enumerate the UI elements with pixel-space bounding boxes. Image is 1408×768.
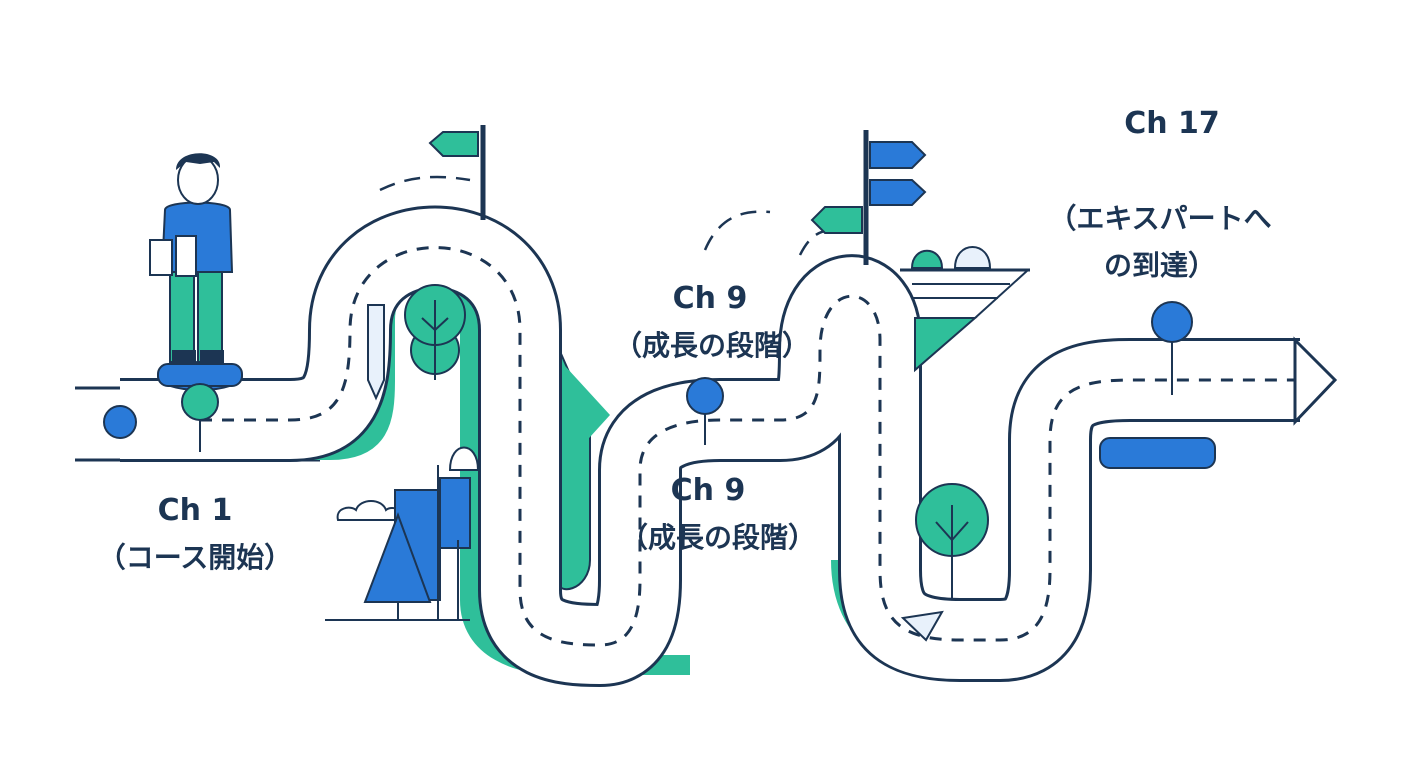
ch9-lower-title: Ch 9	[671, 473, 746, 508]
winding-road	[120, 205, 1338, 687]
milestone-pins	[103, 301, 1193, 452]
tree-icon	[404, 284, 466, 380]
hill-scenery	[900, 246, 1030, 373]
pencil-icon	[367, 304, 385, 401]
ch1-title: Ch 1	[158, 493, 233, 528]
ch1-subtitle: （コース開始）	[98, 541, 293, 574]
ch9-lower-subtitle: （成長の段階）	[620, 521, 816, 554]
ch17-subtitle-line2: の到達）	[1104, 249, 1216, 282]
label-ch17: Ch 17 （エキスパートへ の到達）	[1048, 106, 1271, 282]
ch9-upper-title: Ch 9	[673, 281, 748, 316]
city-cluster	[325, 446, 480, 621]
arrow-cursor-icon	[900, 610, 944, 642]
ch9-upper-subtitle: （成長の段階）	[614, 329, 810, 362]
tree-icon	[915, 483, 989, 600]
label-ch9-upper: Ch 9 （成長の段階）	[614, 281, 810, 362]
ch17-subtitle-line1: （エキスパートへ	[1048, 202, 1271, 235]
person-icon	[149, 153, 243, 391]
label-ch9-lower: Ch 9 （成長の段階）	[620, 473, 816, 554]
motion-arcs	[379, 175, 836, 256]
label-ch1: Ch 1 （コース開始）	[98, 493, 293, 574]
flag-icon	[428, 125, 486, 220]
ch17-title: Ch 17	[1124, 106, 1220, 141]
signpost-icon	[810, 130, 927, 265]
